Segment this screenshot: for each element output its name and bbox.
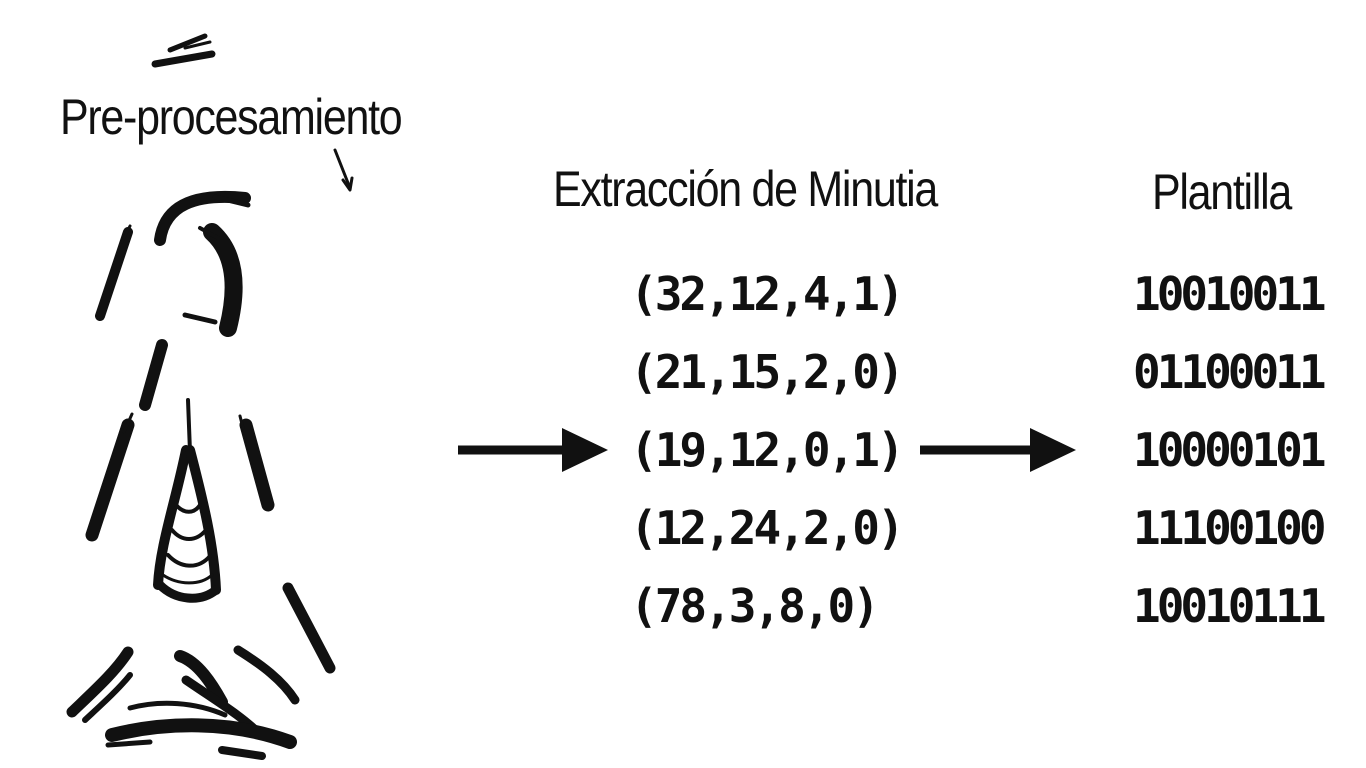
minutia-tuple: (32,12,4,1) <box>630 267 905 321</box>
arrow-extraction-to-template <box>920 428 1076 472</box>
template-stage-label: Plantilla <box>1152 164 1292 220</box>
template-code: 01100011 <box>1133 345 1327 399</box>
minutiae-list: (32,12,4,1) (21,15,2,0) (19,12,0,1) (12,… <box>630 264 905 654</box>
minutia-tuple: (19,12,0,1) <box>630 423 905 477</box>
template-code: 10000101 <box>1133 423 1327 477</box>
template-code-list: 10010011 01100011 10000101 11100100 1001… <box>1133 264 1327 654</box>
minutia-tuple: (21,15,2,0) <box>630 345 905 399</box>
minutia-tuple: (78,3,8,0) <box>630 579 880 633</box>
preprocessing-stage-label: Pre-procesamiento <box>60 89 403 145</box>
arrow-preprocess-to-extraction <box>458 428 608 472</box>
template-code: 10010111 <box>1133 579 1327 633</box>
minutiae-extraction-stage-label: Extracción de Minutia <box>553 161 938 217</box>
template-code: 11100100 <box>1133 501 1327 555</box>
template-code: 10010011 <box>1133 267 1327 321</box>
minutia-tuple: (12,24,2,0) <box>630 501 905 555</box>
